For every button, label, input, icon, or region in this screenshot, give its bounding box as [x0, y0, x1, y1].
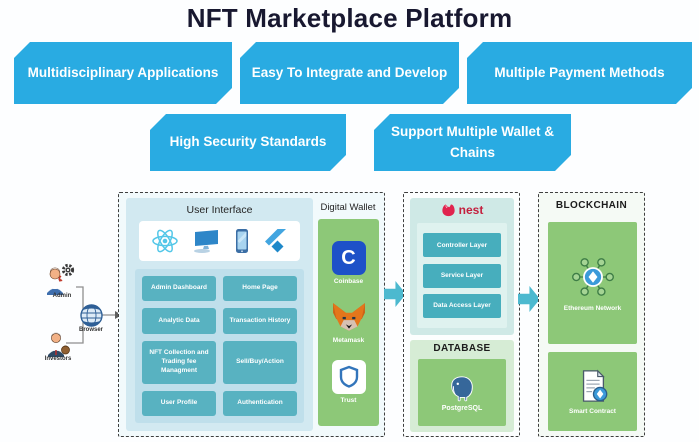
coinbase-icon: C — [331, 241, 366, 276]
smart-contract-label: Smart Contract — [569, 407, 616, 415]
layer-data-access: Data Access Layer — [423, 293, 501, 318]
badge-label: Support Multiple Wallet & Chains — [391, 124, 554, 160]
backend-section: nest Controller Layer Service Layer Data… — [403, 192, 520, 437]
mobile-icon — [235, 229, 248, 253]
ui-button-analytic-data: Analytic Data — [142, 308, 216, 334]
postgresql-icon — [451, 375, 473, 401]
browser-label: Browser — [78, 327, 103, 333]
blockchain-title: BLOCKCHAIN — [555, 200, 628, 211]
nestjs-cat-icon — [442, 204, 455, 217]
badge-multiple-payment-methods: Multiple Payment Methods — [467, 42, 692, 104]
ui-button-transaction-history: Transaction History — [223, 308, 297, 334]
ui-button-grid: Admin Dashboard Home Page Analytic Data … — [135, 269, 304, 423]
arrow-backend-to-blockchain — [518, 286, 540, 312]
ui-button-home-page: Home Page — [223, 276, 297, 302]
smart-contract-icon — [582, 369, 607, 402]
investors-label: Investors — [44, 356, 72, 362]
backend-layers-panel: Controller Layer Service Layer Data Acce… — [417, 223, 507, 328]
badge-label: Multiple Payment Methods — [494, 64, 665, 80]
wallet-metamask: Metamask — [332, 302, 366, 344]
wallet-coinbase: C Coinbase — [331, 241, 366, 286]
admin-label: Admin — [52, 293, 72, 299]
flutter-icon — [264, 229, 286, 253]
database-panel: DATABASE PostgreSQL — [410, 340, 514, 432]
metamask-icon — [332, 302, 365, 331]
badge-high-security-standards: High Security Standards — [150, 114, 346, 171]
metamask-label: Metamask — [332, 336, 365, 344]
admin-icon — [47, 263, 75, 295]
user-interface-title: User Interface — [186, 204, 253, 216]
trust-label: Trust — [340, 396, 357, 404]
ethereum-network-icon — [571, 258, 614, 296]
ui-button-authentication: Authentication — [223, 390, 297, 416]
smart-contract-panel: Smart Contract — [548, 352, 637, 431]
user-interface-panel: User Interface — [126, 198, 313, 431]
badge-multidisciplinary-applications: Multidisciplinary Applications — [14, 42, 232, 104]
ui-button-admin-dashboard: Admin Dashboard — [142, 276, 216, 302]
nestjs-logo: nest — [410, 202, 514, 218]
trust-shield-icon — [339, 365, 358, 389]
digital-wallet-panel: C Coinbase Metamask — [318, 219, 379, 426]
wallet-trust: Trust — [331, 359, 366, 404]
blockchain-section: BLOCKCHAIN Ethereum Network — [538, 192, 645, 437]
investors-icon — [48, 332, 70, 357]
ui-button-nft-collection: NFT Collection and Trading fee Managment — [142, 340, 216, 384]
database-title: DATABASE — [433, 343, 491, 354]
layer-service: Service Layer — [423, 263, 501, 288]
nestjs-logo-text: nest — [458, 203, 484, 217]
badge-label: Multidisciplinary Applications — [27, 64, 219, 80]
monitor-icon — [194, 230, 219, 253]
layer-controller: Controller Layer — [423, 233, 501, 258]
page-title: NFT Marketplace Platform — [186, 3, 513, 33]
ui-button-user-profile: User Profile — [142, 390, 216, 416]
badge-label: Easy To Integrate and Develop — [251, 64, 448, 80]
badge-easy-to-integrate: Easy To Integrate and Develop — [240, 42, 459, 104]
badge-support-wallet-chains: Support Multiple Wallet & Chains — [374, 114, 571, 171]
badge-label: High Security Standards — [169, 134, 327, 150]
frontend-section: User Interface — [118, 192, 385, 437]
ui-button-sell-buy-action: Sell/Buy/Action — [223, 340, 297, 384]
postgresql-tile: PostgreSQL — [418, 359, 506, 426]
ethereum-network-label: Ethereum Network — [563, 305, 622, 312]
browser-icon — [80, 304, 103, 327]
digital-wallet-title: Digital Wallet — [320, 202, 376, 213]
ui-technology-icon-bar — [139, 221, 300, 261]
coinbase-label: Coinbase — [333, 278, 364, 286]
react-icon — [152, 229, 178, 253]
ethereum-network-panel: Ethereum Network — [548, 222, 637, 344]
nestjs-panel: nest Controller Layer Service Layer Data… — [410, 198, 514, 335]
postgresql-label: PostgreSQL — [441, 404, 483, 412]
